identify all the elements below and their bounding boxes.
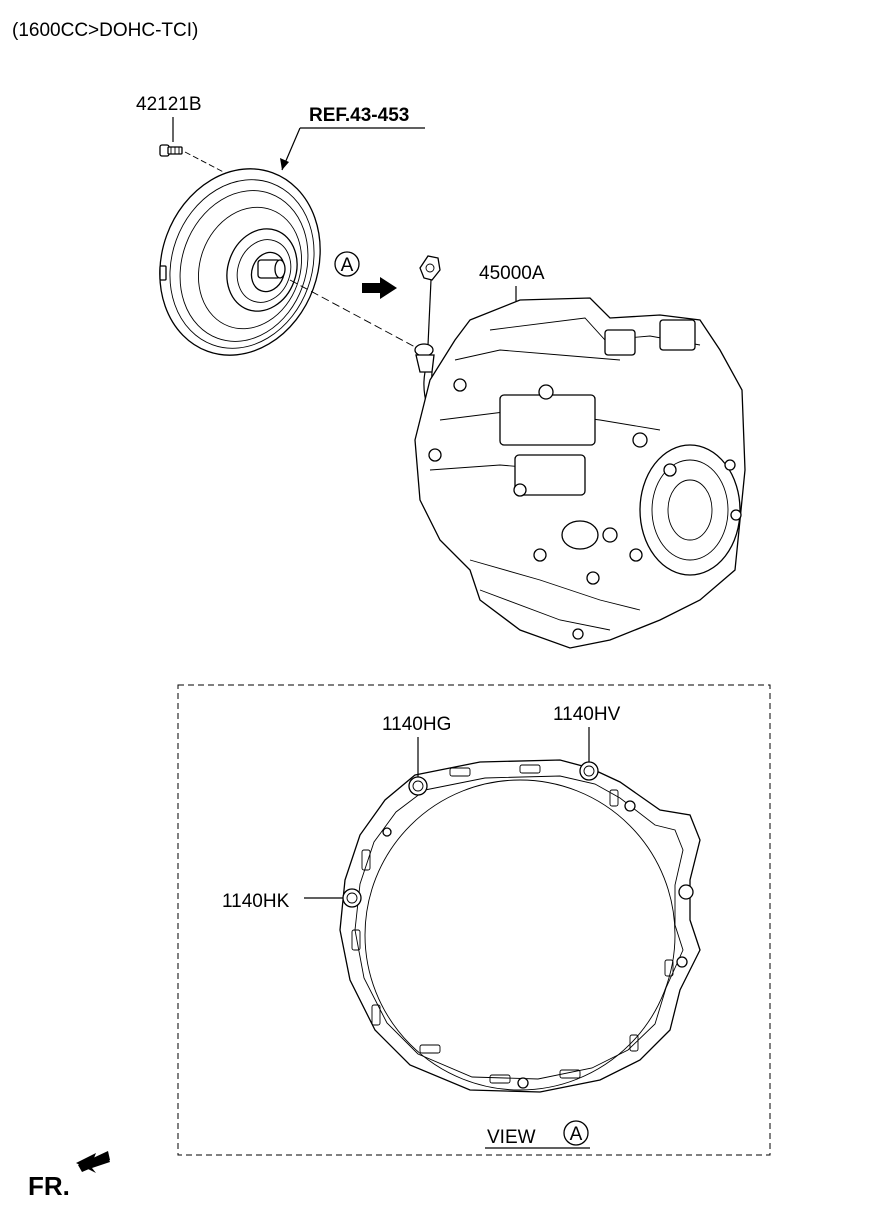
view-label-circle-icon: [563, 1120, 589, 1146]
circle-letter-icon: [334, 251, 360, 277]
bolt-42121b[interactable]: [159, 144, 183, 157]
view-marker-letter: A: [341, 255, 354, 276]
callout-1140hv[interactable]: 1140HV: [553, 704, 621, 725]
torque-converter[interactable]: [134, 146, 346, 378]
callout-1140hg[interactable]: 1140HG: [382, 714, 451, 735]
callout-45000a[interactable]: 45000A: [479, 263, 545, 284]
view-label-letter: A: [570, 1124, 583, 1145]
dowel-pin-1140hg[interactable]: [408, 776, 428, 796]
transaxle-housing-gasket[interactable]: [339, 759, 701, 1093]
front-arrow-shaft: [78, 1151, 110, 1172]
dowel-pin-1140hv[interactable]: [579, 761, 599, 781]
callout-1140hk[interactable]: 1140HK: [222, 891, 290, 912]
callout-ref-43-453[interactable]: REF.43-453: [309, 105, 409, 126]
engine-spec-title: (1600CC>DOHC-TCI): [12, 20, 198, 41]
view-a-box: [177, 684, 771, 1156]
automatic-transaxle-assembly[interactable]: [414, 297, 746, 649]
dowel-pin-1140hk[interactable]: [342, 888, 362, 908]
callout-42121b[interactable]: 42121B: [136, 94, 202, 115]
arrow-right-icon: [362, 277, 397, 299]
view-label: VIEW: [487, 1127, 536, 1148]
front-direction-label: FR.: [28, 1171, 70, 1201]
leader-ref-arrowhead: [280, 158, 289, 170]
converter-axis-line: [289, 279, 431, 356]
view-marker[interactable]: A: [334, 251, 360, 277]
